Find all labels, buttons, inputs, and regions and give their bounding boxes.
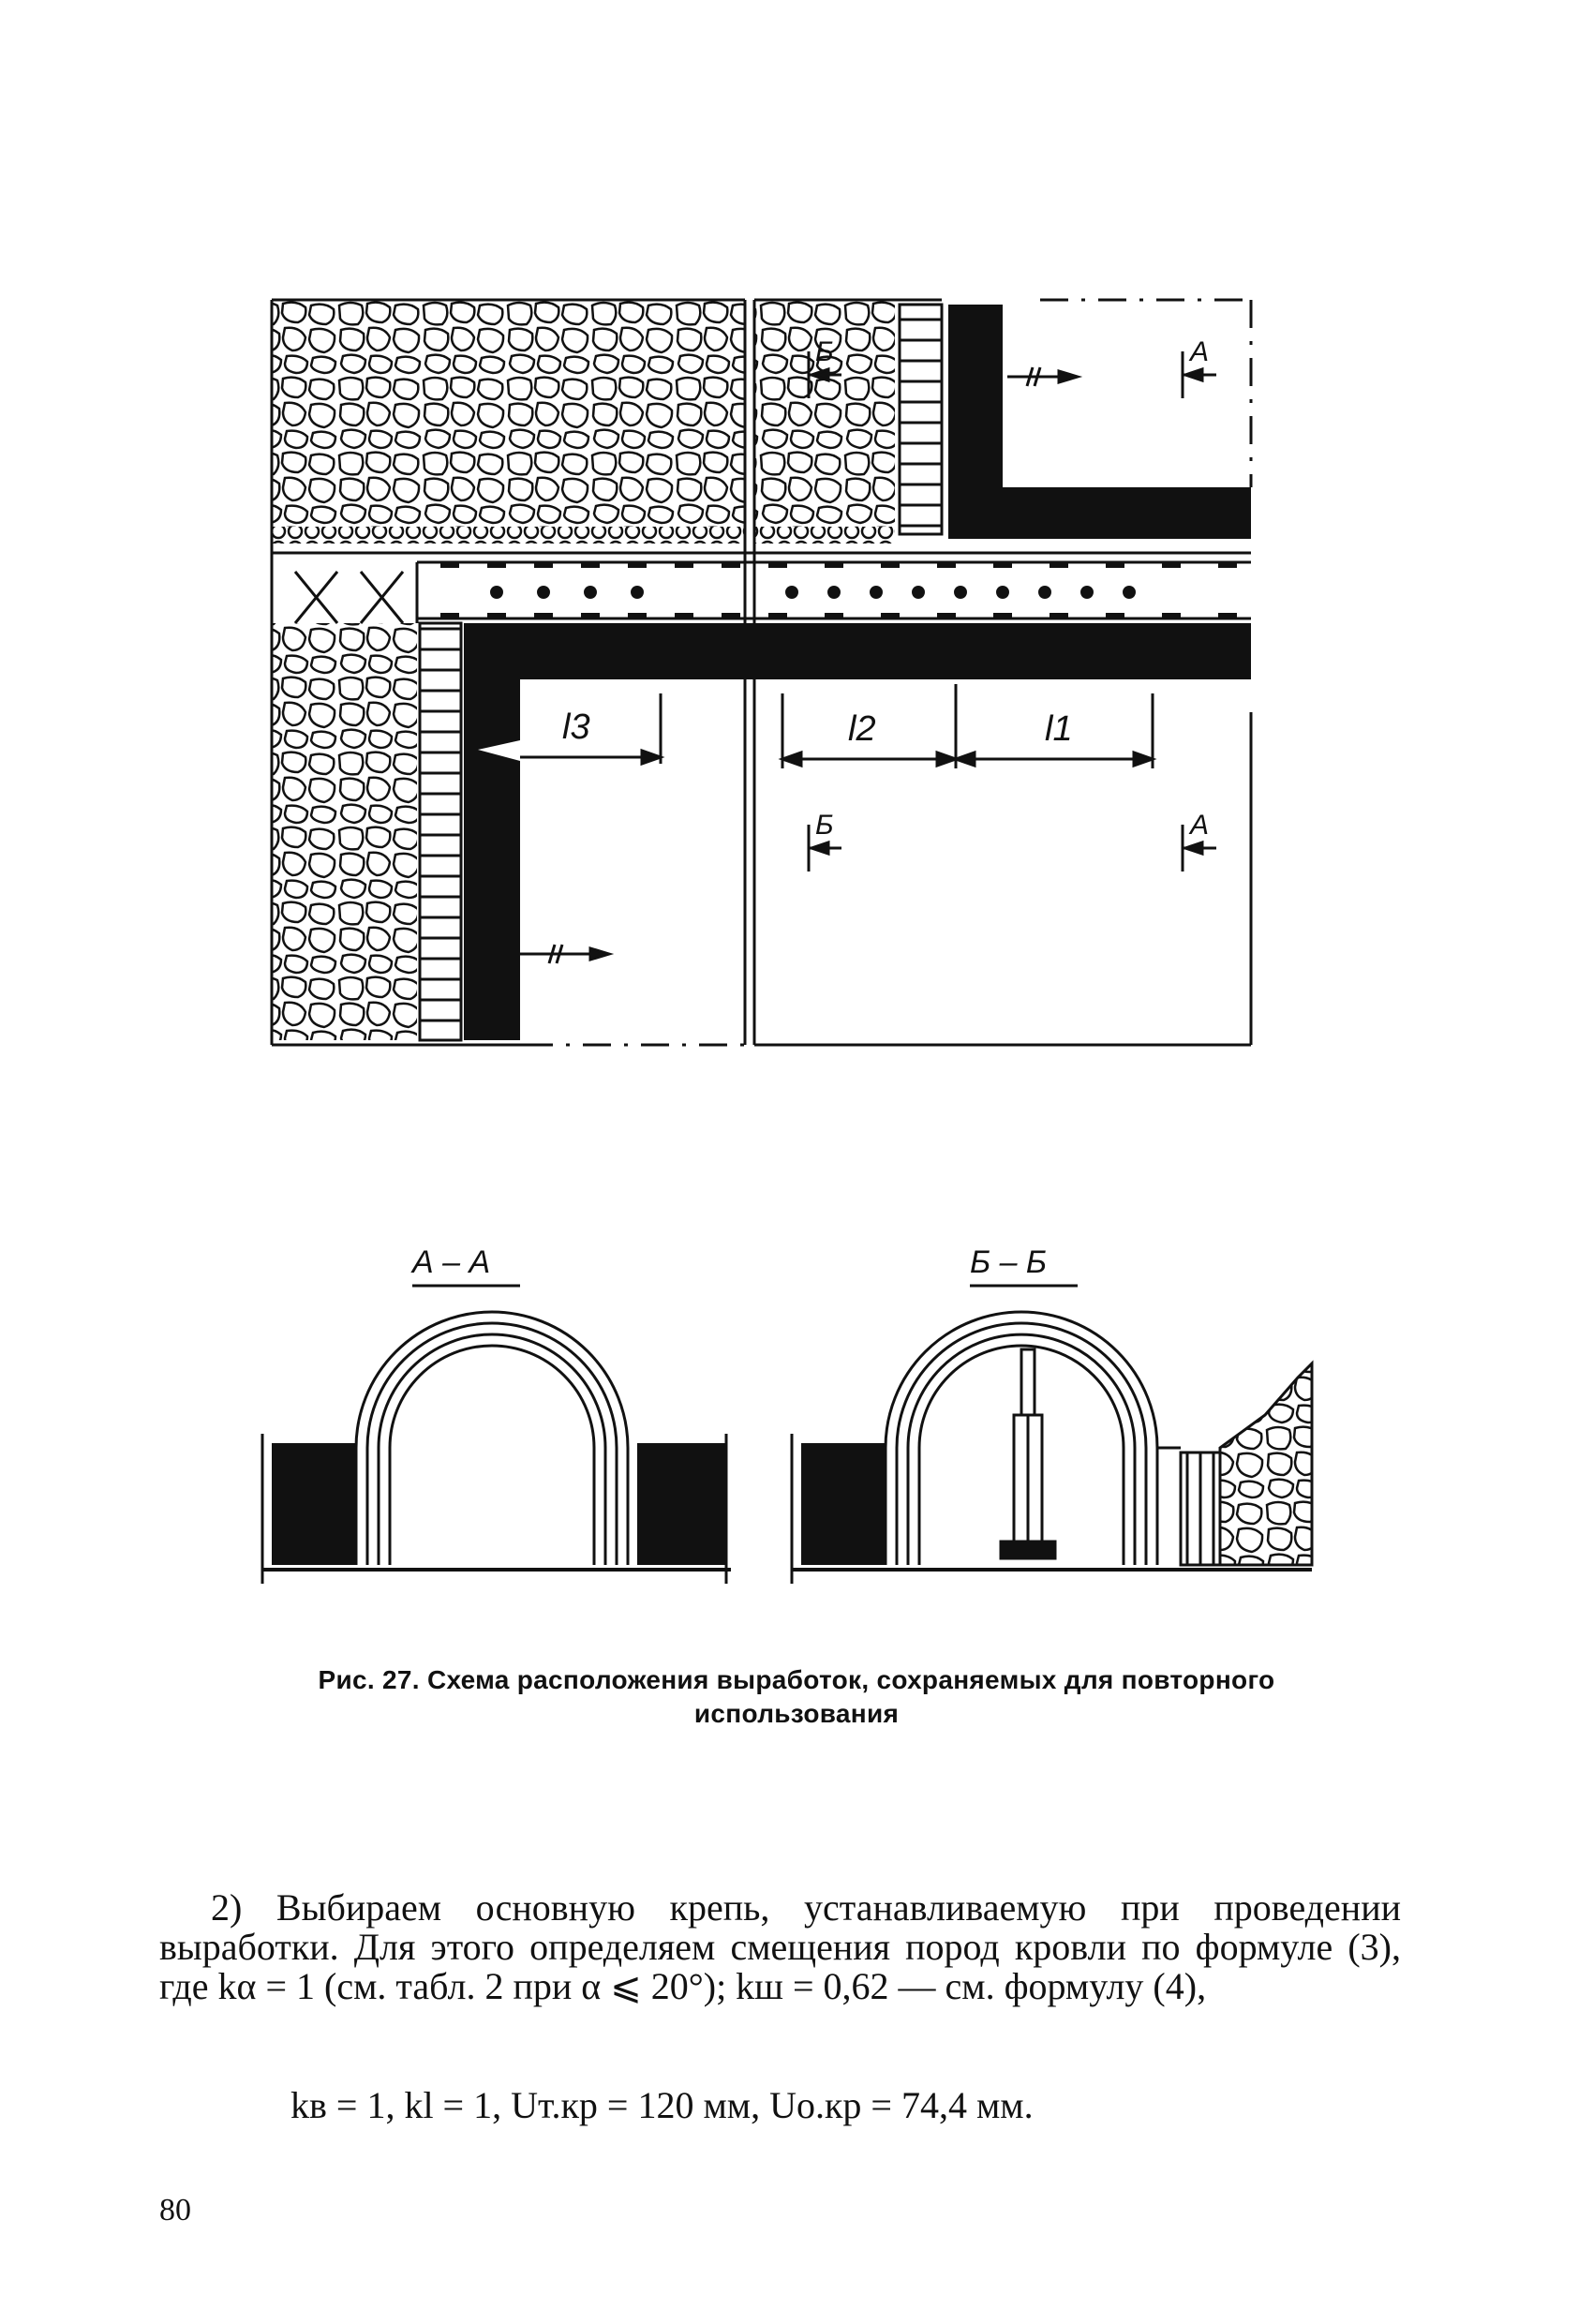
paragraph-text: 2) Выбираем основную крепь, устанавливае… [159,1886,1401,2007]
plan-boundary-dashed [525,298,1253,1047]
support-ladder-bb [1179,1451,1222,1567]
section-marker-b-top: Б [815,336,834,367]
plan-view: l3 l2 l1 Б А Б А [270,298,1253,1047]
support-band [272,551,1251,623]
figure-caption: Рис. 27. Схема расположения выработок, с… [318,1665,1275,1728]
formula-line: kв = 1, kl = 1, Uт.кр = 120 мм, Uо.кр = … [290,2084,1034,2126]
rock-fill-top-right [754,300,895,534]
section-marker-a-bottom: А [1188,810,1209,841]
backfill-strip-upper [948,305,1251,539]
arch-support-bb [884,1310,1159,1565]
dim-label-l2: l2 [848,709,876,749]
rock-fill-bb [1218,1360,1314,1567]
backfill-right-aa [637,1443,726,1565]
support-ladder-top-right [898,303,944,536]
dim-label-l1: l1 [1045,709,1073,749]
dim-label-l3: l3 [562,708,590,747]
rock-fill-left-column [272,623,417,1040]
section-title-aa: А – А [410,1244,490,1280]
backfill-left-aa [272,1443,356,1565]
section-markers [807,351,1216,872]
hydraulic-prop [999,1348,1057,1560]
page-number: 80 [159,2193,191,2227]
section-marker-b-bottom: Б [815,810,834,841]
backfill-strip-main [464,623,1251,1040]
bead-row-left [272,527,745,544]
band-dots [490,586,1136,599]
section-aa: А – А [261,1244,731,1584]
band-teeth [440,562,1237,618]
arch-support-aa [354,1310,630,1565]
support-ladder-left [418,621,463,1042]
dimension-lines [520,684,1157,768]
backfill-left-bb [801,1443,886,1565]
section-bb: Б – Б [790,1244,1314,1584]
rock-fill-top-left [272,300,745,534]
body-paragraph: 2) Выбираем основную крепь, устанавливае… [159,1888,1401,2006]
crossing-marks [293,571,405,624]
section-marker-a-top: А [1188,336,1209,367]
section-title-bb: Б – Б [970,1244,1047,1280]
bead-row-right [754,527,895,544]
air-flow-arrows [520,366,1083,964]
figure-27: l3 l2 l1 Б А Б А А – А [261,298,1314,1584]
